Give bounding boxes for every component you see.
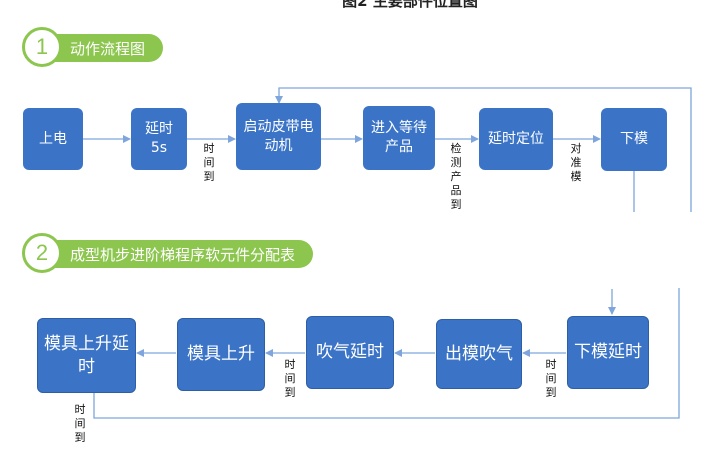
node-start-belt-motor: 启动皮带电动机 (236, 103, 321, 170)
section-1-number: 1 (22, 27, 62, 67)
node-mold-up: 模具上升 (177, 318, 265, 391)
edge-label-time-up-2: 时间到 (545, 358, 557, 399)
edge-label-product-detected: 检测产品到 (450, 142, 462, 211)
node-delay-position: 延时定位 (479, 108, 553, 170)
node-mold-up-delay: 模具上升延时 (37, 318, 136, 393)
section-1-title: 动作流程图 (42, 34, 164, 62)
section-2-title: 成型机步进阶梯程序软元件分配表 (42, 240, 314, 268)
node-delay-5s: 延时 5s (131, 108, 187, 170)
edge-label-align-mold: 对准模 (570, 142, 582, 183)
node-power-on: 上电 (23, 108, 83, 170)
edge-label-time-up-4: 时间到 (74, 403, 86, 444)
section-2-number: 2 (22, 233, 62, 273)
node-mold-down-delay: 下模延时 (567, 316, 649, 389)
node-wait-product: 进入等待产品 (363, 106, 435, 170)
return-line (93, 288, 680, 419)
edge-label-time-up-3: 时间到 (284, 358, 296, 399)
node-demold-blow: 出模吹气 (436, 319, 522, 389)
loop-arrow (275, 87, 692, 212)
figure-caption: 图2 主要部件位置图 (290, 0, 530, 8)
node-mold-down: 下模 (601, 108, 667, 171)
edge-label-time-up: 时间到 (203, 142, 215, 183)
node-blow-delay: 吹气延时 (306, 316, 394, 389)
